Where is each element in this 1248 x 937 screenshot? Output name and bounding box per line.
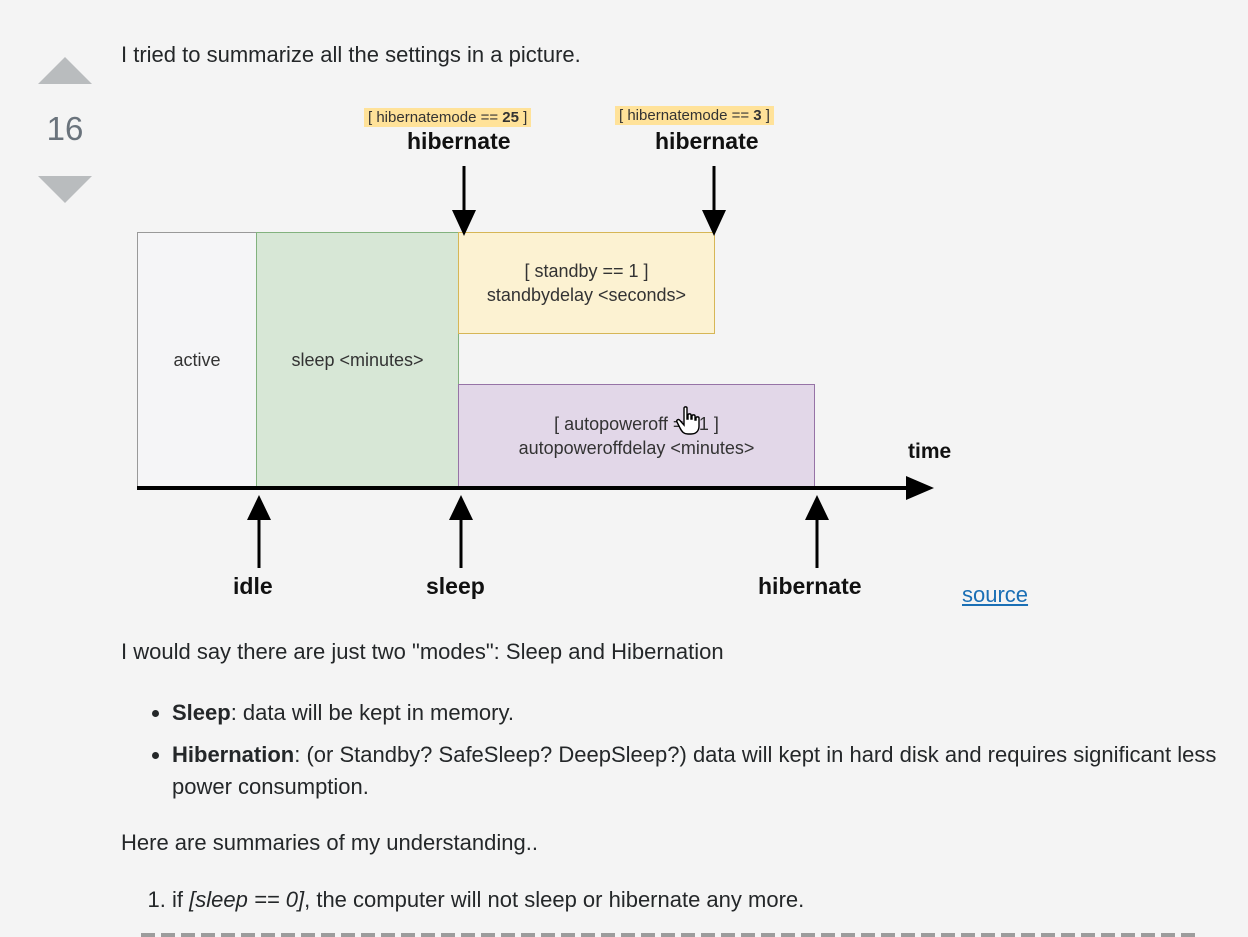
- time-axis-arrowhead: [906, 476, 934, 500]
- sleep-phase-box: sleep <minutes>: [256, 232, 459, 488]
- modes-text: I would say there are just two "modes": …: [121, 639, 724, 664]
- cut-off-next-line: [141, 928, 1201, 937]
- vote-down-button[interactable]: [38, 176, 92, 203]
- summary-text: Here are summaries of my understanding..: [121, 830, 538, 855]
- hand-cursor-icon: [676, 406, 700, 435]
- sleep-label: sleep: [426, 573, 485, 599]
- vote-count: 16: [46, 110, 84, 147]
- time-axis-label: time: [908, 440, 952, 463]
- standby-phase-box: [ standby == 1 ]standbydelay <seconds>: [458, 232, 715, 334]
- hibernate-label: hibernate: [758, 573, 862, 599]
- intro-text: I tried to summarize all the settings in…: [121, 42, 581, 67]
- list-item: if [sleep == 0], the computer will not s…: [172, 884, 1248, 916]
- active-phase-box: active: [137, 232, 257, 488]
- top-hibernate-label-2: hibernate: [655, 128, 759, 154]
- summary-list: if [sleep == 0], the computer will not s…: [130, 884, 1248, 916]
- top-hibernate-label-1: hibernate: [407, 128, 511, 154]
- hibernatemode-3-tag: [ hibernatemode == 3 ]: [615, 106, 774, 125]
- idle-label: idle: [233, 573, 273, 599]
- list-item: Hibernation: (or Standby? SafeSleep? Dee…: [172, 739, 1248, 803]
- list-item: Sleep: data will be kept in memory.: [172, 697, 1248, 729]
- source-link[interactable]: source: [962, 582, 1029, 607]
- hibernatemode-25-tag: [ hibernatemode == 25 ]: [364, 108, 532, 127]
- modes-list: Sleep: data will be kept in memory. Hibe…: [130, 697, 1248, 813]
- vote-up-button[interactable]: [38, 57, 92, 84]
- autopoweroff-phase-box: [ autopoweroff == 1 ]autopoweroffdelay <…: [458, 384, 815, 488]
